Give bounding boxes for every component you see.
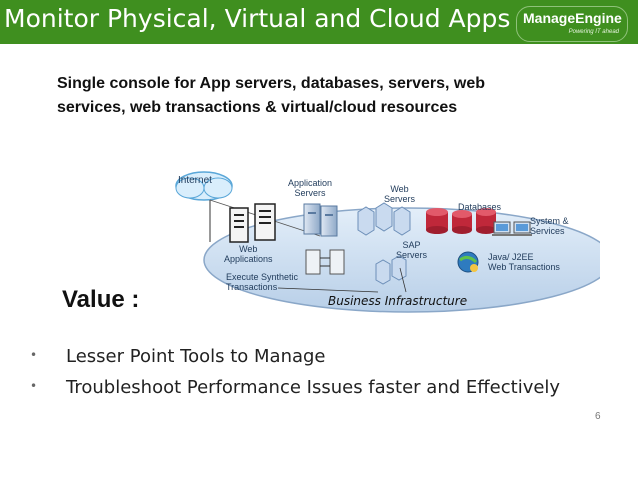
manageengine-logo: ManageEngine Powering IT ahead — [516, 6, 628, 42]
internet-cloud-icon — [175, 171, 233, 201]
brand-name: ManageEngine — [523, 10, 622, 26]
value-bullet-list: • Lesser Point Tools to Manage • Troublesh… — [30, 346, 560, 408]
sap-servers-icon — [375, 255, 407, 285]
sap-servers-label: SAP Servers — [396, 240, 428, 260]
slide-title: Monitor Physical, Virtual and Cloud Apps — [4, 4, 511, 33]
diagram-graphic — [175, 171, 613, 313]
slide-header: Monitor Physical, Virtual and Cloud Apps… — [0, 0, 638, 44]
databases-label: Databases — [458, 202, 502, 212]
java-j2ee-label: Java/ J2EE Web Transactions — [488, 252, 560, 272]
bullet-dot-icon: • — [30, 348, 38, 362]
architecture-diagram: Internet Application Servers Web Servers… — [170, 168, 613, 314]
web-servers-icon — [357, 202, 411, 236]
value-heading: Value : — [62, 286, 140, 313]
subtitle-text: Single console for App servers, database… — [57, 75, 486, 116]
link-line — [399, 267, 407, 293]
application-servers-label: Application Servers — [288, 178, 333, 198]
system-monitors-icon — [492, 221, 532, 236]
bullet-text: Lesser Point Tools to Manage — [66, 346, 326, 367]
java-globe-icon — [457, 251, 479, 273]
business-infrastructure-label: Business Infrastructure — [328, 294, 468, 308]
web-servers-label: Web Servers — [384, 184, 416, 204]
link-line — [277, 287, 379, 293]
web-applications-server-icon — [229, 203, 276, 243]
page-number: 6 — [595, 411, 601, 422]
databases-icon — [426, 208, 496, 234]
system-services-label: System & Services — [530, 216, 569, 236]
internet-label: Internet — [178, 175, 212, 186]
execute-synthetic-servers-icon — [305, 249, 345, 275]
bullet-dot-icon: • — [30, 379, 38, 393]
execute-synthetic-label: Execute Synthetic Transactions — [226, 272, 299, 292]
web-applications-label: Web Applications — [224, 244, 273, 264]
bullet-item: • Lesser Point Tools to Manage — [30, 346, 560, 377]
bullet-item: • Troubleshoot Performance Issues faster … — [30, 377, 560, 408]
brand-tagline: Powering IT ahead — [568, 29, 619, 35]
application-servers-icon — [303, 203, 338, 237]
bullet-text: Troubleshoot Performance Issues faster a… — [66, 377, 561, 398]
